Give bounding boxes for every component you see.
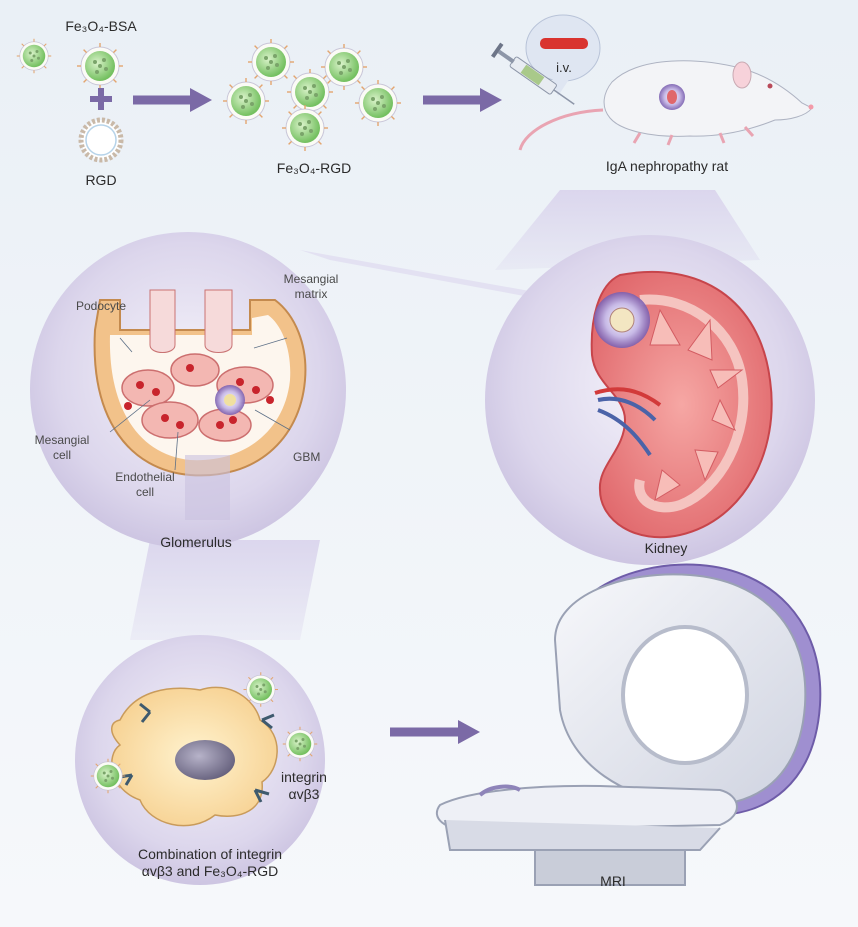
combination-label-line1: Combination of integrin	[138, 846, 282, 862]
combination-label-line2: αvβ3 and Fe₃O₄-RGD	[141, 863, 279, 879]
mesangial-matrix-label-line2: matrix	[294, 287, 328, 301]
kidney-illustration	[590, 270, 773, 539]
iv-bubble	[525, 14, 601, 96]
mri-scanner	[435, 563, 822, 886]
glomerulus-label: Glomerulus	[160, 534, 232, 550]
endothelial-cell-label-line1: Endothelial	[115, 470, 175, 484]
mesangial-cell-label-line2: cell	[52, 448, 72, 462]
plus-sign	[90, 88, 112, 110]
integrin-label-line2: αvβ3	[288, 786, 320, 802]
kidney-label: Kidney	[644, 540, 688, 556]
syringe	[491, 42, 575, 105]
arrow-3	[390, 720, 480, 744]
rat-label: IgA nephropathy rat	[605, 158, 729, 174]
fe3o4-rgd-label: Fe₃O₄-RGD	[276, 160, 352, 176]
glomerulus-illustration	[93, 289, 307, 520]
mri-label: MRI	[600, 873, 626, 889]
arrow-2	[423, 88, 502, 112]
podocyte-label: Podocyte	[76, 299, 127, 313]
rgd-ring	[78, 117, 124, 163]
iv-label: i.v.	[556, 60, 572, 75]
integrin-label-line1: integrin	[281, 769, 327, 785]
fe3o4-bsa-label: Fe₃O₄-BSA	[65, 18, 137, 34]
mesangial-matrix-label-line1: Mesangial	[283, 272, 339, 286]
mesangial-cell-label-line1: Mesangial	[34, 433, 90, 447]
fe3o4-bsa-particle	[76, 42, 124, 90]
endothelial-cell-label-line2: cell	[135, 485, 155, 499]
arrow-1	[133, 88, 212, 112]
gbm-label: GBM	[293, 450, 321, 464]
rat-illustration	[518, 60, 814, 151]
rgd-label: RGD	[85, 172, 117, 188]
cell-illustration	[16, 38, 318, 827]
glomerulus-to-cell-beam	[130, 540, 320, 640]
